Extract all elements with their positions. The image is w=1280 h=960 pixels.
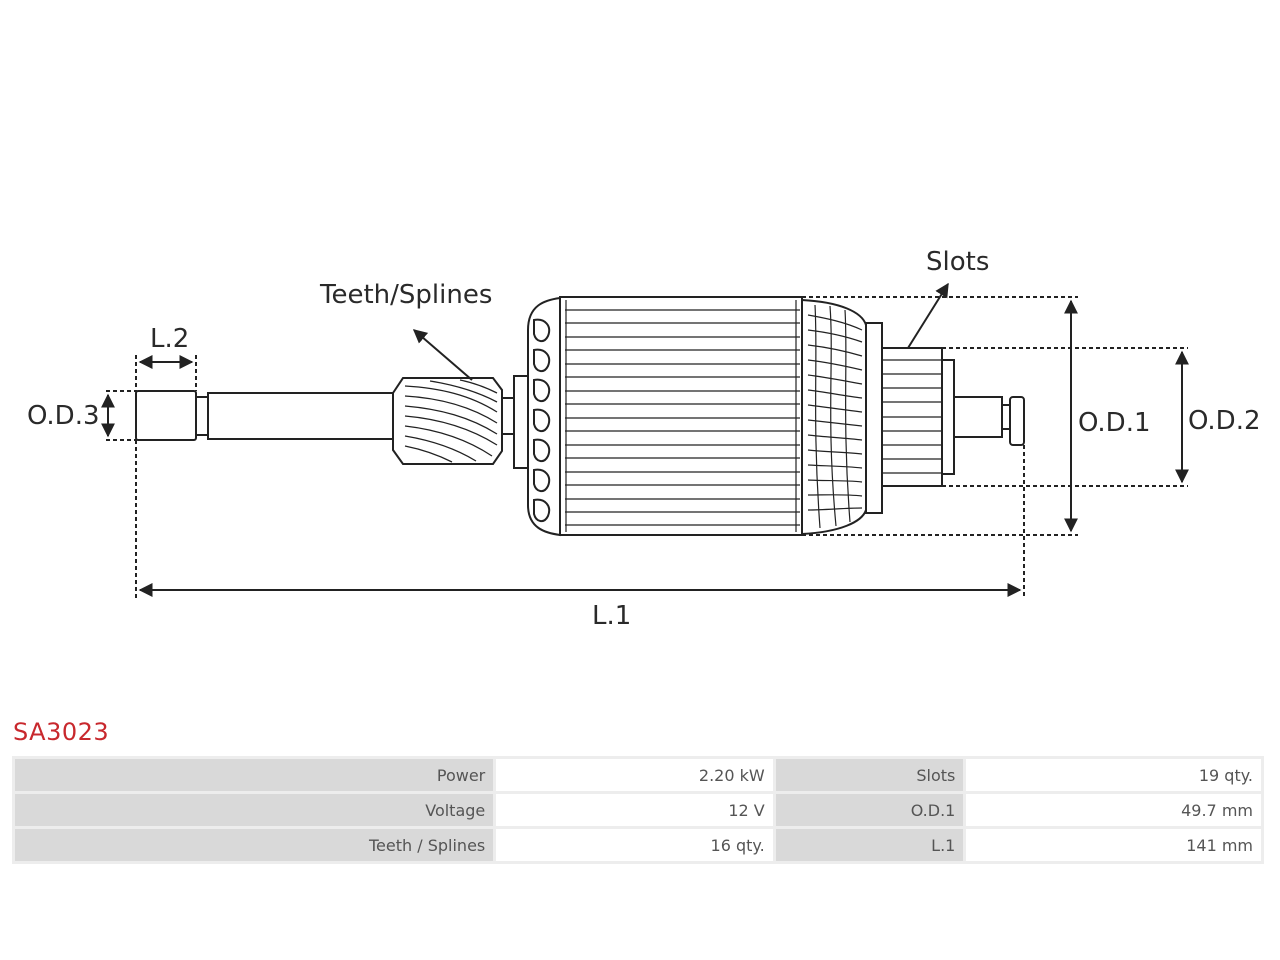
spec-key: Teeth / Splines [15, 829, 494, 861]
spec-key: L.1 [775, 829, 964, 861]
armature-drawing [135, 296, 1025, 537]
shaft-collar [501, 397, 515, 435]
spec-value: 141 mm [966, 829, 1261, 861]
shaft-collar-2 [513, 375, 529, 469]
product-code: SA3023 [13, 718, 110, 746]
shaft-tip [135, 390, 197, 441]
label-l1: L.1 [592, 601, 631, 631]
commutator-bars [882, 359, 942, 474]
left-end-turns [527, 296, 561, 537]
spec-value: 2.20 kW [496, 759, 773, 791]
spec-key: O.D.1 [775, 794, 964, 826]
commutator-flange [865, 322, 883, 514]
core-slots [565, 300, 800, 532]
spec-key: Voltage [15, 794, 494, 826]
table-row: Teeth / Splines 16 qty. L.1 141 mm [15, 829, 1261, 861]
spec-value: 12 V [496, 794, 773, 826]
label-od2: O.D.2 [1188, 406, 1261, 436]
rear-shaft-groove [1001, 404, 1011, 430]
spec-value: 16 qty. [496, 829, 773, 861]
dimension-lines [101, 282, 1189, 598]
shaft-neck [195, 396, 209, 436]
splines-body [392, 377, 503, 465]
spec-value: 19 qty. [966, 759, 1261, 791]
table-row: Voltage 12 V O.D.1 49.7 mm [15, 794, 1261, 826]
table-row: Power 2.20 kW Slots 19 qty. [15, 759, 1261, 791]
spec-key: Power [15, 759, 494, 791]
right-winding-lines [807, 304, 863, 529]
label-l2: L.2 [150, 324, 189, 354]
spec-table: Power 2.20 kW Slots 19 qty. Voltage 12 V… [12, 756, 1264, 864]
rear-shaft-end [1009, 396, 1025, 446]
label-od3: O.D.3 [27, 401, 100, 431]
label-teeth-splines: Teeth/Splines [319, 280, 492, 310]
rear-shaft [953, 396, 1003, 438]
spline-teeth-lines [404, 379, 498, 463]
armature-diagram: L.2 O.D.3 Teeth/Splines Slots O.D.1 O.D.… [27, 247, 1261, 631]
commutator-ring [941, 359, 955, 475]
label-slots: Slots [926, 247, 989, 277]
label-od1: O.D.1 [1078, 408, 1151, 438]
shaft [207, 392, 394, 440]
spec-value: 49.7 mm [966, 794, 1261, 826]
spec-key: Slots [775, 759, 964, 791]
